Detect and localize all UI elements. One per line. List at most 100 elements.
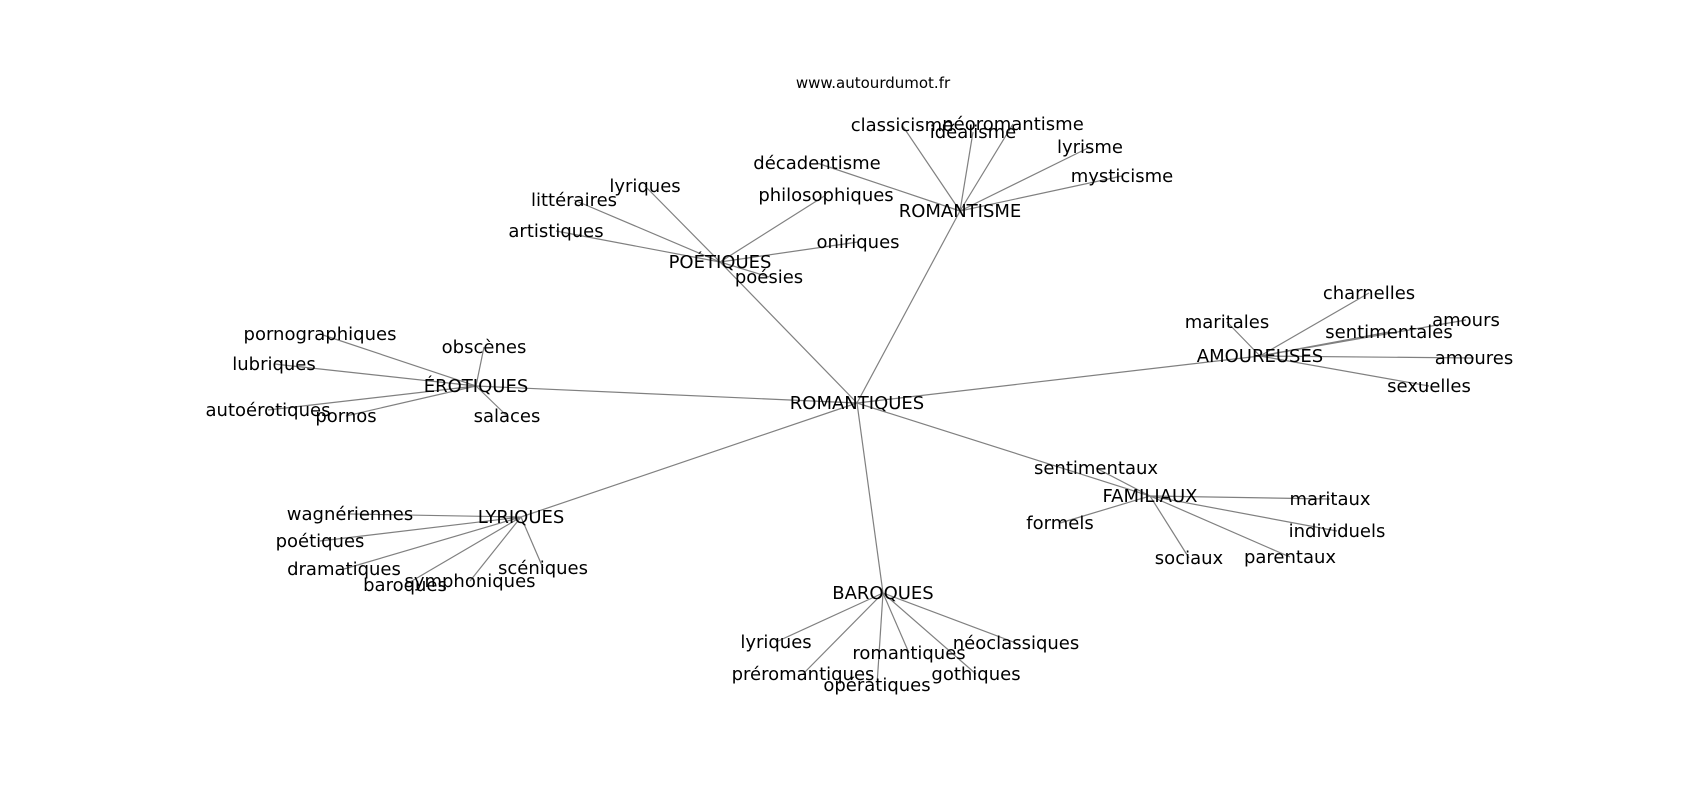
term-node-poetiques[interactable]: lyriques <box>609 176 680 197</box>
edge-root-amoureuses <box>856 355 1261 404</box>
edge-poetiques-5 <box>719 261 770 278</box>
edge-poetiques-3 <box>719 194 827 263</box>
site-url: www.autourdumot.fr <box>796 74 951 92</box>
term-node-poetiques[interactable]: poésies <box>735 267 803 288</box>
edge-root-erotiques <box>475 385 858 404</box>
edge-poetiques-1 <box>573 199 721 263</box>
term-node-erotiques[interactable]: pornographiques <box>244 324 397 345</box>
term-node-baroques[interactable]: romantiques <box>852 643 965 664</box>
edge-familiaux-3 <box>1149 495 1338 532</box>
term-node-amoureuses[interactable]: amours <box>1432 310 1500 331</box>
group-node-familiaux[interactable]: FAMILIAUX <box>1102 486 1197 507</box>
edge-erotiques-4 <box>345 385 477 417</box>
group-node-amoureuses[interactable]: AMOUREUSES <box>1197 346 1323 367</box>
group-node-lyriques[interactable]: LYRIQUES <box>478 507 565 528</box>
edge-root-lyriques <box>520 402 858 518</box>
term-node-familiaux[interactable]: individuels <box>1289 521 1386 542</box>
term-node-romantisme[interactable]: néoromantisme <box>942 114 1084 135</box>
group-node-baroques[interactable]: BAROQUES <box>832 583 933 604</box>
term-node-familiaux[interactable]: parentaux <box>1244 547 1336 568</box>
term-node-amoureuses[interactable]: maritales <box>1185 312 1270 333</box>
term-node-familiaux[interactable]: sentimentaux <box>1034 458 1158 479</box>
graph-edges <box>267 123 1475 686</box>
term-node-amoureuses[interactable]: charnelles <box>1323 283 1415 304</box>
term-node-lyriques[interactable]: poétiques <box>276 531 365 552</box>
edge-erotiques-3 <box>267 385 477 411</box>
edge-lyriques-1 <box>319 516 522 542</box>
term-node-romantisme[interactable]: lyrisme <box>1057 137 1123 158</box>
edge-root-poetiques <box>719 261 858 404</box>
group-node-erotiques[interactable]: ÉROTIQUES <box>424 375 529 397</box>
edge-familiaux-4 <box>1149 495 1190 559</box>
term-node-familiaux[interactable]: sociaux <box>1155 548 1224 569</box>
term-node-lyriques[interactable]: dramatiques <box>287 559 401 580</box>
edge-amoureuses-4 <box>1259 355 1475 359</box>
edge-baroques-0 <box>775 592 884 643</box>
edge-root-romantisme <box>856 210 961 404</box>
edge-lyriques-5 <box>520 516 544 569</box>
term-node-erotiques[interactable]: pornos <box>315 406 376 427</box>
edge-romantisme-0 <box>901 124 961 212</box>
term-node-amoureuses[interactable]: sexuelles <box>1387 376 1471 397</box>
term-node-romantisme[interactable]: mysticisme <box>1071 166 1174 187</box>
edge-baroques-4 <box>876 592 884 686</box>
term-node-erotiques[interactable]: obscènes <box>442 337 527 358</box>
edge-erotiques-5 <box>475 385 508 417</box>
term-node-erotiques[interactable]: autoérotiques <box>206 400 331 421</box>
term-node-amoureuses[interactable]: sentimentales <box>1325 322 1452 343</box>
term-node-poetiques[interactable]: littéraires <box>531 190 617 211</box>
graph-labels: ROMANTIQUES ROMANTISME classicismenéoroman… <box>206 114 1514 696</box>
term-node-lyriques[interactable]: symphoniques <box>404 571 535 592</box>
root-node-label[interactable]: ROMANTIQUES <box>790 393 924 414</box>
edge-amoureuses-1 <box>1226 321 1261 357</box>
term-node-poetiques[interactable]: philosophiques <box>758 185 893 206</box>
edge-familiaux-2 <box>1059 495 1151 524</box>
edge-root-familiaux <box>856 402 1151 497</box>
term-node-familiaux[interactable]: formels <box>1026 513 1093 534</box>
edge-erotiques-0 <box>319 333 477 387</box>
term-node-baroques[interactable]: préromantiques <box>732 664 875 685</box>
term-node-poetiques[interactable]: artistiques <box>508 221 603 242</box>
edge-poetiques-4 <box>719 241 859 263</box>
edge-amoureuses-5 <box>1259 355 1430 387</box>
term-node-baroques[interactable]: néoclassiques <box>953 633 1079 654</box>
edge-romantisme-2 <box>959 131 974 212</box>
edge-root-baroques <box>856 402 884 594</box>
edge-erotiques-2 <box>475 346 485 387</box>
term-node-lyriques[interactable]: wagnériennes <box>287 504 413 525</box>
term-node-lyriques[interactable]: baroques <box>363 575 447 596</box>
edge-amoureuses-3 <box>1259 319 1467 357</box>
term-node-baroques[interactable]: lyriques <box>740 632 811 653</box>
term-node-romantisme[interactable]: classicisme <box>851 115 954 136</box>
edge-familiaux-1 <box>1149 495 1331 500</box>
edge-amoureuses-0 <box>1259 292 1370 357</box>
edge-romantisme-5 <box>816 162 961 212</box>
edge-baroques-2 <box>882 592 910 654</box>
edge-romantisme-3 <box>959 146 1091 212</box>
term-node-romantisme[interactable]: décadentisme <box>753 153 880 174</box>
edge-lyriques-2 <box>343 516 522 570</box>
edge-lyriques-4 <box>469 516 522 582</box>
edge-lyriques-3 <box>404 516 522 586</box>
term-node-baroques[interactable]: gothiques <box>931 664 1020 685</box>
term-node-baroques[interactable]: opératiques <box>823 675 930 696</box>
edge-romantisme-4 <box>959 175 1123 212</box>
edge-familiaux-5 <box>1149 495 1291 558</box>
term-node-lyriques[interactable]: scéniques <box>498 558 588 579</box>
edge-poetiques-0 <box>644 185 721 263</box>
term-node-erotiques[interactable]: salaces <box>474 406 541 427</box>
group-node-poetiques[interactable]: POÉTIQUES <box>669 251 772 273</box>
edge-baroques-3 <box>882 592 1017 644</box>
edge-baroques-1 <box>802 592 884 675</box>
edge-romantisme-1 <box>959 123 1014 212</box>
term-node-amoureuses[interactable]: amoures <box>1435 348 1513 369</box>
group-node-romantisme[interactable]: ROMANTISME <box>899 201 1022 222</box>
edge-lyriques-0 <box>349 513 522 518</box>
edge-familiaux-0 <box>1095 467 1151 497</box>
term-node-erotiques[interactable]: lubriques <box>232 354 316 375</box>
term-node-familiaux[interactable]: maritaux <box>1289 489 1370 510</box>
edge-erotiques-1 <box>273 363 477 387</box>
term-node-poetiques[interactable]: oniriques <box>816 232 899 253</box>
term-node-romantisme[interactable]: idéalisme <box>930 122 1017 143</box>
